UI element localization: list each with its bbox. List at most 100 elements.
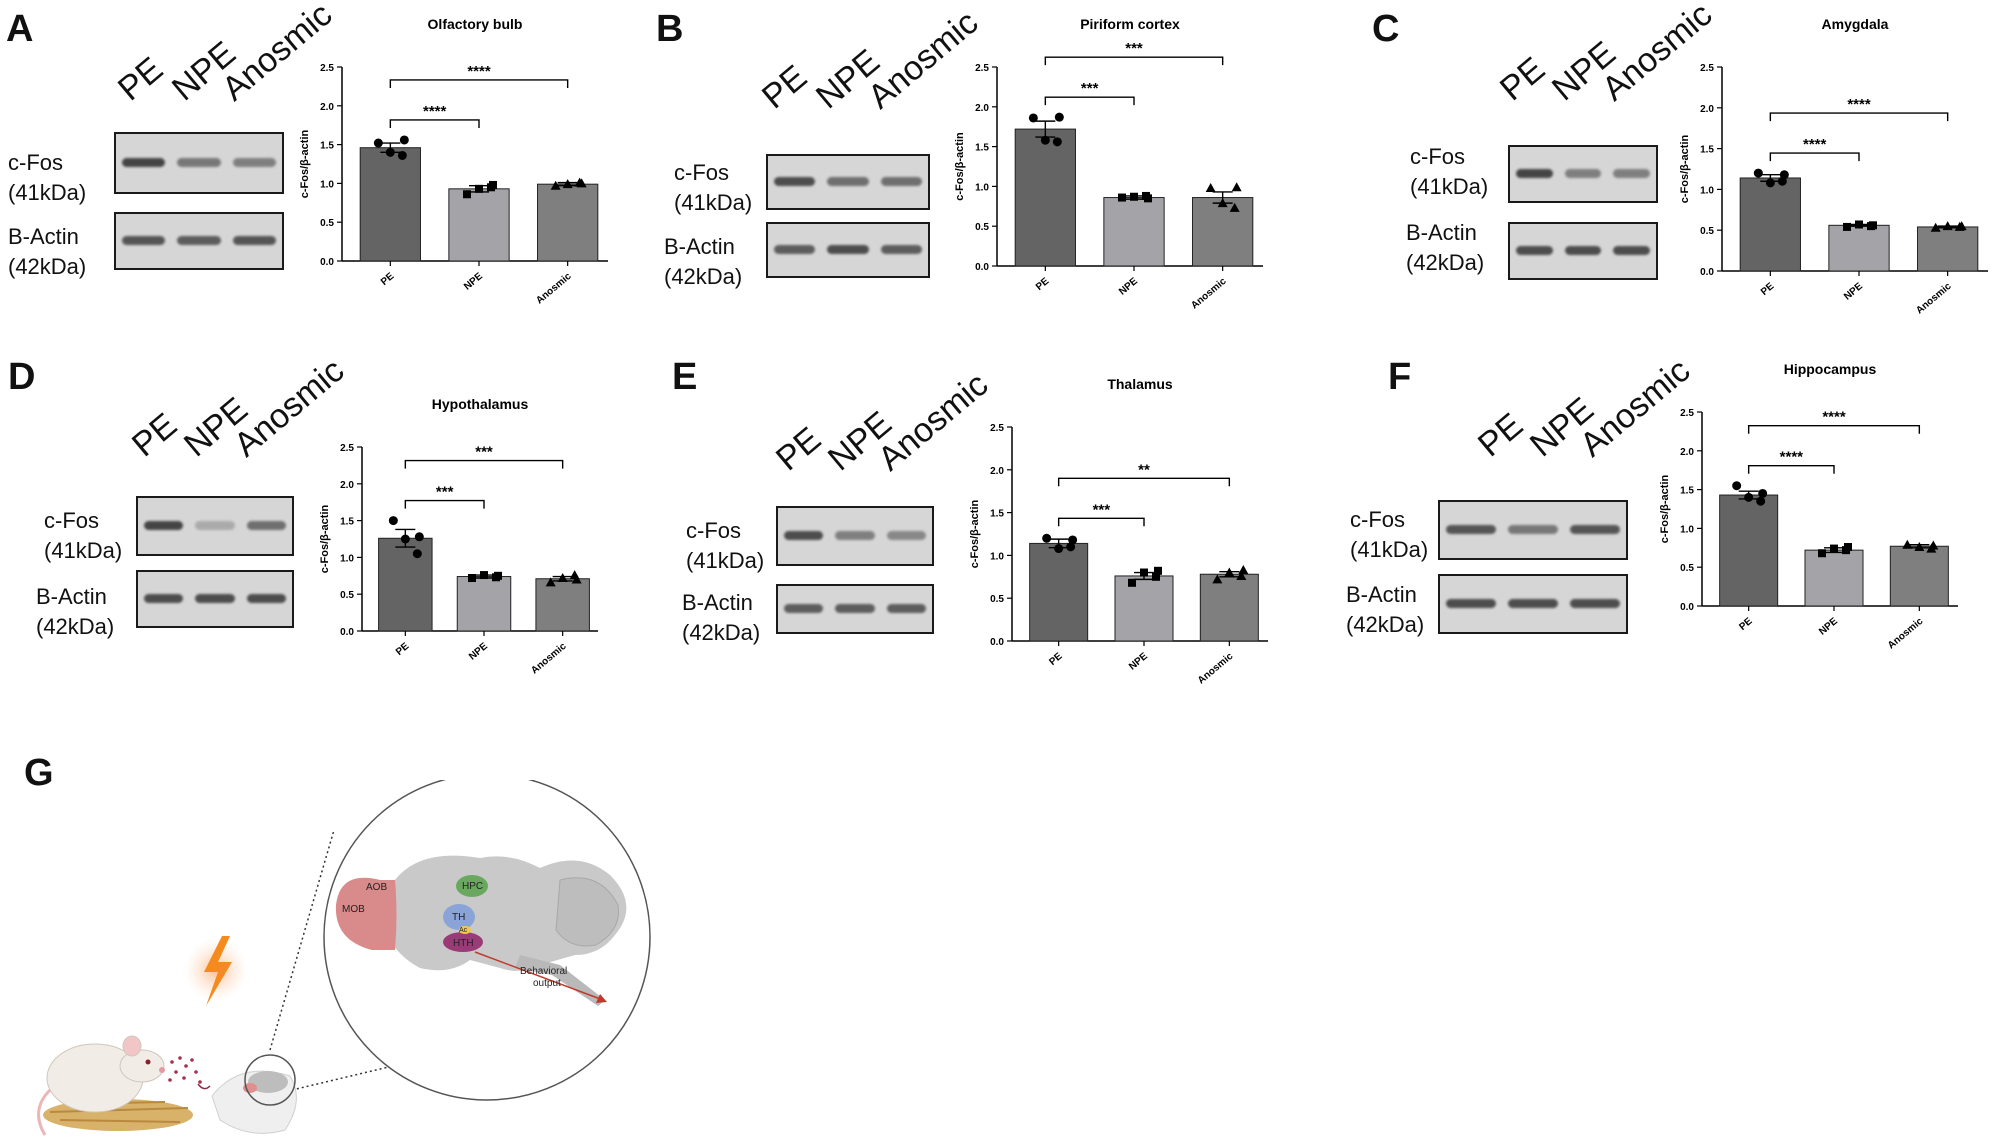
panel-letter-d: D <box>8 356 36 398</box>
y-tick-label: 2.0 <box>1700 104 1714 115</box>
data-point <box>545 577 556 587</box>
data-point <box>494 571 502 580</box>
cfos-kda: (41kDa) <box>686 548 765 573</box>
cfos-kda: (41kDa) <box>44 538 123 563</box>
panel-letter-a: A <box>6 8 34 50</box>
significance-label: **** <box>1847 96 1871 113</box>
band-pe <box>144 521 184 530</box>
significance-bracket <box>1057 517 1145 527</box>
bar-anosmic <box>1192 197 1254 267</box>
y-tick-label: 2.5 <box>340 443 354 454</box>
cfos-blot <box>1508 145 1658 203</box>
cfos-name: c-Fos <box>674 160 729 185</box>
x-tick-label: PE <box>394 641 412 658</box>
data-point <box>562 179 573 189</box>
mob-label: MOB <box>342 904 365 915</box>
brainstem <box>515 955 605 1006</box>
data-point <box>1028 113 1038 123</box>
band-npe <box>177 236 221 245</box>
cfos-label: c-Fos (41kDa) <box>44 506 122 566</box>
significance-bracket <box>404 499 485 509</box>
y-tick-label: 2.0 <box>975 103 989 114</box>
band-npe <box>835 604 875 613</box>
actin-name: B-Actin <box>1346 582 1417 607</box>
cfos-kda: (41kDa) <box>1350 537 1429 562</box>
cfos-name: c-Fos <box>686 518 741 543</box>
data-point <box>1152 572 1160 581</box>
band-anosmic <box>886 531 926 540</box>
band-anosmic <box>1570 599 1620 608</box>
data-point <box>1758 488 1768 498</box>
data-point <box>412 549 422 559</box>
y-tick-label: 0.5 <box>320 218 334 229</box>
chart-title: Hypothalamus <box>432 396 529 412</box>
x-tick-label: NPE <box>467 641 490 663</box>
rat-ear <box>122 1035 142 1057</box>
y-tick-label: 1.0 <box>320 179 334 190</box>
hth-label: HTH <box>453 938 474 949</box>
y-axis-label: c-Fos/β-actin <box>1679 135 1691 204</box>
data-point <box>1902 539 1913 549</box>
band-pe <box>144 594 184 603</box>
significance-label: **** <box>1822 409 1846 426</box>
hpc-label: HPC <box>462 881 483 892</box>
y-axis-label: c-Fos/β-actin <box>954 132 966 201</box>
y-tick-label: 1.5 <box>320 141 334 152</box>
chart-title: Piriform cortex <box>1080 16 1180 32</box>
data-point <box>1231 182 1242 192</box>
y-tick-label: 0.0 <box>990 637 1004 648</box>
data-point <box>1236 570 1247 580</box>
cfos-name: c-Fos <box>8 150 63 175</box>
significance-label: **** <box>467 63 491 80</box>
bar-anosmic <box>535 578 590 632</box>
significance-label: **** <box>423 103 447 120</box>
significance-label: **** <box>1780 449 1804 466</box>
bar-chart-olfactory-bulb: Olfactory bulb0.00.51.01.52.02.5c-Fos/β-… <box>299 16 608 306</box>
actin-kda: (42kDa) <box>682 620 761 645</box>
significance-label: *** <box>1081 80 1099 97</box>
band-pe <box>122 236 166 245</box>
data-point <box>571 574 582 584</box>
x-tick-label: NPE <box>1817 616 1840 638</box>
bar-npe <box>456 576 512 632</box>
y-tick-label: 1.0 <box>340 553 354 564</box>
y-tick-label: 1.5 <box>990 509 1004 520</box>
data-point <box>1128 578 1136 587</box>
actin-name: B-Actin <box>664 234 735 259</box>
significance-bracket <box>1769 152 1860 162</box>
data-point <box>1844 543 1852 552</box>
data-point <box>1217 198 1228 208</box>
data-point <box>1843 222 1851 231</box>
cfos-blot <box>114 132 284 194</box>
panel-letter-c: C <box>1372 8 1400 50</box>
mob-region <box>335 877 397 950</box>
panel-letter-b: B <box>656 8 684 50</box>
data-point <box>1930 222 1941 232</box>
lane-label-pe: PE <box>768 419 829 479</box>
actin-label: B-Actin (42kDa) <box>664 232 742 292</box>
bar-chart-hippocampus: Hippocampus0.00.51.01.52.02.5c-Fos/β-act… <box>1659 361 1958 651</box>
band-anosmic <box>246 594 286 603</box>
output-label: output <box>533 978 561 989</box>
x-tick-label: Anosmic <box>529 641 569 677</box>
actin-name: B-Actin <box>1406 220 1477 245</box>
y-tick-label: 1.0 <box>1700 185 1714 196</box>
data-point <box>397 150 407 160</box>
actin-blot <box>114 212 284 270</box>
data-point <box>489 180 497 189</box>
y-tick-label: 0.5 <box>1700 226 1714 237</box>
y-tick-label: 0.0 <box>975 262 989 273</box>
actin-label: B-Actin (42kDa) <box>8 222 86 282</box>
bar-pe <box>378 537 433 632</box>
x-tick-label: NPE <box>1842 281 1865 303</box>
cfos-kda: (41kDa) <box>674 190 753 215</box>
data-point <box>1224 567 1235 577</box>
actin-label: B-Actin (42kDa) <box>1406 218 1484 278</box>
data-point <box>388 516 398 526</box>
y-tick-label: 1.5 <box>1700 145 1714 156</box>
y-tick-label: 0.0 <box>1700 267 1714 278</box>
data-point <box>1869 221 1877 230</box>
y-tick-label: 2.0 <box>1680 447 1694 458</box>
band-anosmic <box>246 521 286 530</box>
y-tick-label: 0.0 <box>340 627 354 638</box>
